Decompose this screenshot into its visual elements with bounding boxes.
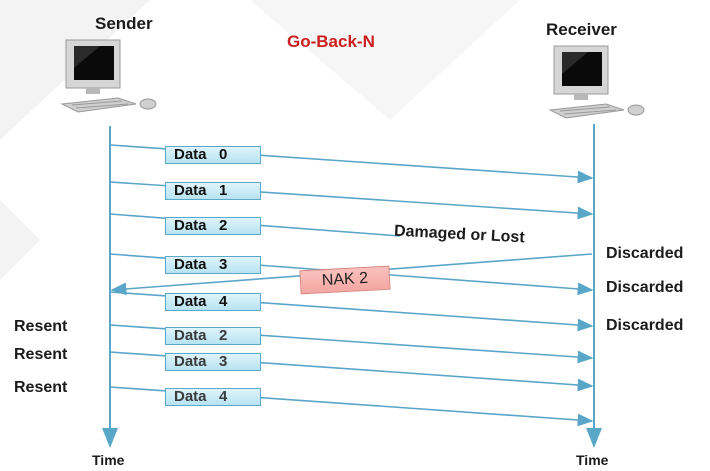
packet-data-3: Data 3 [165,256,261,274]
time-label-receiver: Time [576,452,609,468]
receiver-computer-icon [548,45,645,119]
sender-label: Sender [95,14,153,33]
nak-label: NAK 2 [299,265,391,295]
resent-label-1: Resent [14,318,68,335]
sender-computer-icon [60,39,157,113]
receiver-label: Receiver [546,20,617,39]
discarded-label-1: Discarded [606,245,684,262]
discarded-label-2: Discarded [606,279,684,296]
packet-data-4: Data 4 [165,293,261,311]
packet-data-2: Data 2 [165,217,261,235]
packet-resent-data-4: Data 4 [165,388,261,406]
resent-label-2: Resent [14,346,68,363]
resent-label-3: Resent [14,379,68,396]
packet-data-0: Data 0 [165,146,261,164]
discarded-label-3: Discarded [606,317,684,334]
packet-data-1: Data 1 [165,182,261,200]
packet-resent-data-2: Data 2 [165,327,261,345]
time-label-sender: Time [92,452,125,468]
packet-resent-data-3: Data 3 [165,353,261,371]
diagram-title: Go-Back-N [287,32,375,51]
